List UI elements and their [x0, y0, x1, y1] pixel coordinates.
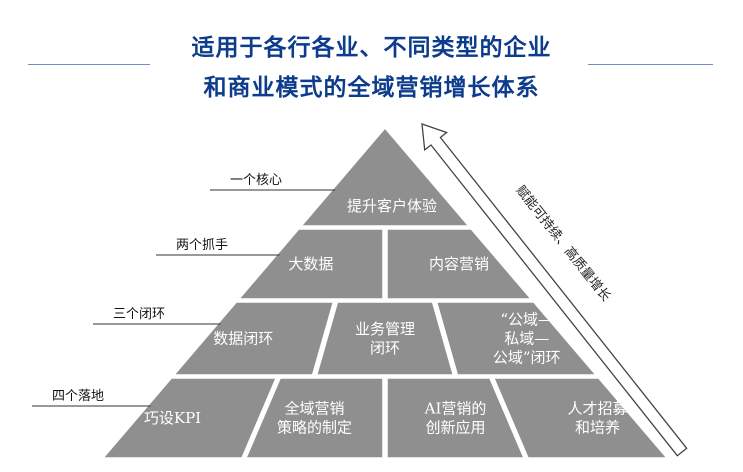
- pyramid-cell-text: 人才招募: [567, 400, 627, 418]
- pyramid-cell-text: AI营销的: [424, 400, 487, 418]
- title-line-1: 适用于各行各业、不同类型的企业: [191, 35, 552, 61]
- pyramid-cell-l3-2: [315, 301, 455, 376]
- pyramid-cell-l4-4: [492, 377, 669, 459]
- pyramid-cell-l3-1: [172, 301, 335, 376]
- pyramid-cell-l4-2: [244, 377, 384, 459]
- pyramid-cell-text: “公域—: [500, 311, 553, 329]
- level-label-1: 一个核心: [230, 173, 282, 188]
- pyramid-cell-text: 创新应用: [425, 419, 485, 437]
- pyramid-cell-text: 内容营销: [429, 255, 489, 273]
- title-deco-line-right: [588, 64, 713, 65]
- pyramid-cell-text: 私域—: [504, 330, 549, 348]
- pyramid-cell-text: 闭环: [370, 339, 400, 357]
- pyramid-cell-text: 业务管理: [355, 320, 415, 338]
- pyramid-cell-text: 数据闭环: [213, 330, 273, 348]
- title-deco-line-left: [28, 64, 150, 65]
- pyramid-cell-l1-1: [299, 126, 471, 227]
- title-line-2: 和商业模式的全域营销增长体系: [203, 75, 540, 101]
- pyramid-cell-l2-1: [237, 228, 384, 300]
- pyramid-cell-l2-2: [386, 228, 533, 300]
- pyramid-cell-text: 巧设KPI: [144, 409, 201, 427]
- pyramid-cell-text: 策略的制定: [277, 419, 352, 437]
- side-arrow-icon: [421, 123, 688, 457]
- pyramid-cell-text: 和培养: [575, 419, 620, 437]
- pyramid-cell-text: 全域营销: [284, 400, 344, 418]
- pyramid-cell-text: 公域”闭环: [493, 349, 561, 367]
- pyramid-cell-l4-1: [101, 377, 278, 459]
- pyramid-cell-text: 大数据: [288, 255, 333, 273]
- level-label-4: 四个落地: [52, 389, 104, 404]
- pyramid-cell-l4-3: [386, 377, 526, 459]
- level-label-3: 三个闭环: [113, 307, 165, 322]
- level-label-2: 两个抓手: [176, 238, 228, 253]
- pyramid-cell-l3-3: [435, 301, 598, 376]
- side-arrow-text: 赋能可持续、高质量增长: [512, 183, 613, 305]
- pyramid-cell-text: 提升客户体验: [347, 197, 437, 215]
